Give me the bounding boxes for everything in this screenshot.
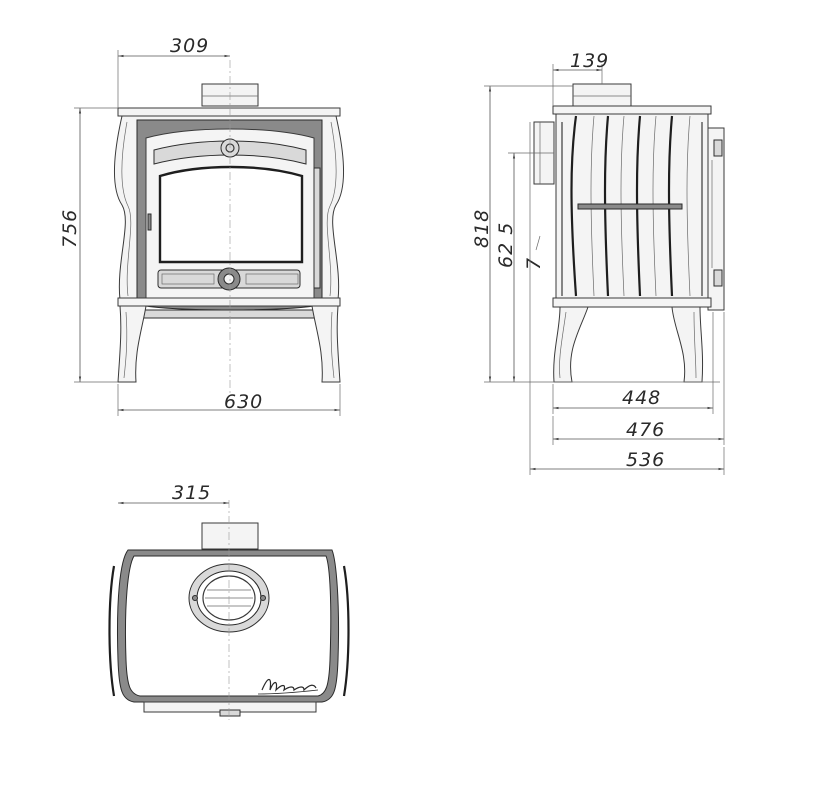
side-handle-bar — [577, 203, 683, 210]
dim-front-width: 630 — [224, 391, 263, 413]
side-top-plate — [552, 105, 712, 115]
front-dimensions: 309 756 630 — [59, 35, 341, 416]
top-view — [108, 500, 350, 720]
dim-side-total-height: 818 — [471, 209, 493, 248]
front-leg-left — [117, 305, 147, 383]
front-door-hinge — [313, 167, 321, 289]
top-dimensions: 315 — [118, 482, 229, 505]
top-signature-logo — [257, 678, 319, 695]
front-leg-right — [311, 305, 341, 383]
dim-top-flue-offset: 315 — [172, 482, 211, 504]
front-base — [117, 297, 341, 307]
side-ribs — [561, 115, 703, 297]
dim-front-flue-offset: 309 — [170, 35, 209, 57]
dim-side-flue-offset: 139 — [570, 50, 609, 72]
dim-side-flue-height: 62 5 — [495, 222, 517, 268]
dim-side-depth-2: 476 — [626, 419, 665, 441]
front-glass-window — [158, 165, 304, 264]
front-door-handle — [147, 213, 152, 231]
side-flue-collar — [572, 83, 632, 107]
side-leg-front — [671, 306, 704, 383]
top-flue-stub — [201, 522, 259, 550]
dim-front-height: 756 — [59, 209, 81, 248]
side-view — [533, 83, 725, 383]
dim-side-depth-3: 536 — [626, 449, 665, 471]
dim-side-rear-inlet: 7 — [523, 257, 545, 270]
front-top-plate — [117, 107, 341, 117]
dim-side-depth-1: 448 — [622, 387, 661, 409]
side-base — [552, 297, 712, 308]
side-dimensions: 139 818 62 5 7 448 476 536 — [471, 50, 725, 475]
side-leg-rear — [553, 306, 589, 383]
front-view — [114, 60, 344, 395]
